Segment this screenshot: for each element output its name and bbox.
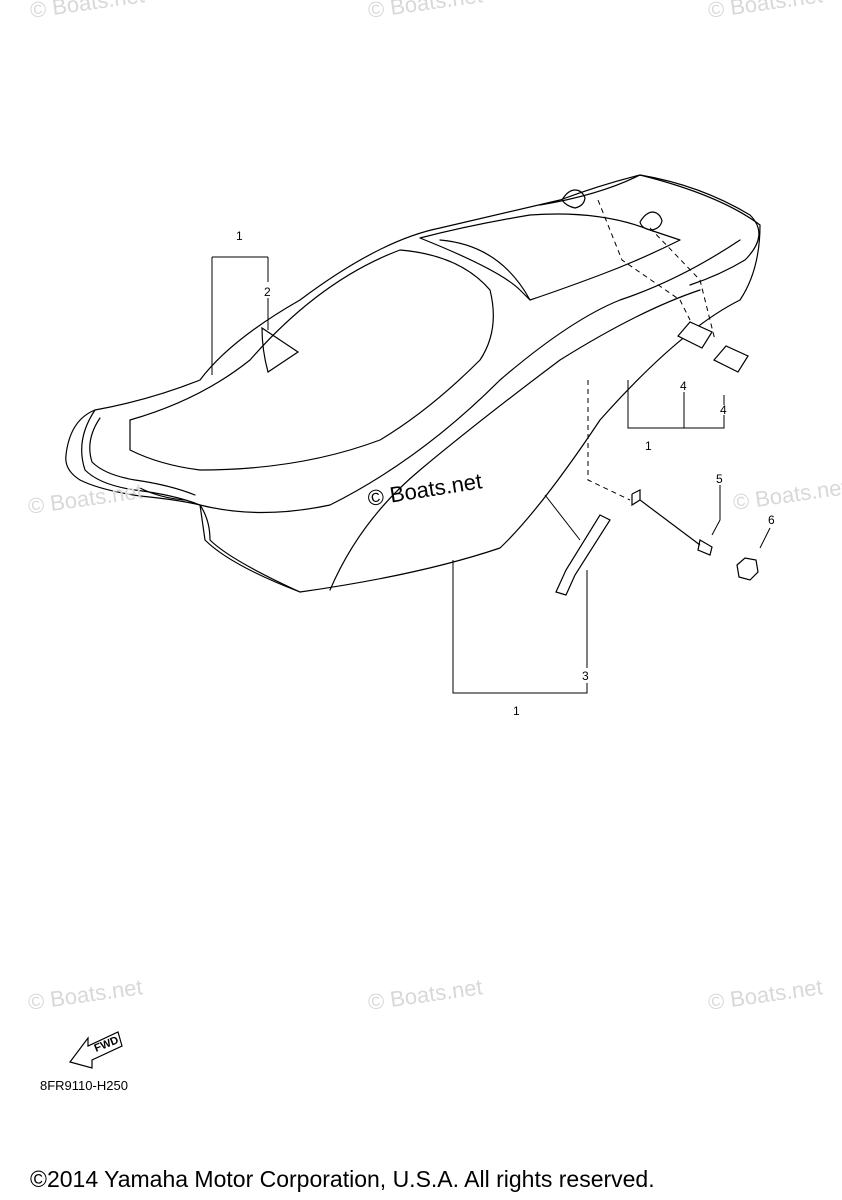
callout-6: 6	[768, 513, 775, 527]
part-5-hook	[631, 489, 701, 546]
grab-handle	[81, 409, 301, 593]
callout-5: 5	[716, 472, 723, 486]
part-4-pad-b	[713, 345, 749, 373]
part-2-patch	[261, 326, 300, 373]
knob-1	[561, 189, 586, 209]
callout-3: 3	[582, 669, 589, 683]
knob-2	[639, 211, 663, 231]
callout-1-bottom: 1	[513, 704, 520, 718]
rear-cowl	[539, 174, 760, 286]
callout-4b: 4	[720, 403, 727, 417]
copyright-notice: ©2014 Yamaha Motor Corporation, U.S.A. A…	[30, 1166, 655, 1192]
part-6-nut	[736, 557, 759, 581]
part-3-tube	[555, 514, 611, 596]
callout-1-top: 1	[236, 229, 243, 243]
callout-1-right: 1	[645, 439, 652, 453]
part-4-pad-a	[677, 321, 713, 349]
seat-cushion	[129, 249, 494, 471]
diagram-code: 8FR9110-H250	[40, 1078, 128, 1093]
passenger-pad	[419, 213, 681, 301]
callout-4a: 4	[680, 379, 687, 393]
seat-outline	[65, 174, 761, 593]
fwd-arrow	[68, 1031, 123, 1069]
callout-2: 2	[264, 285, 271, 299]
